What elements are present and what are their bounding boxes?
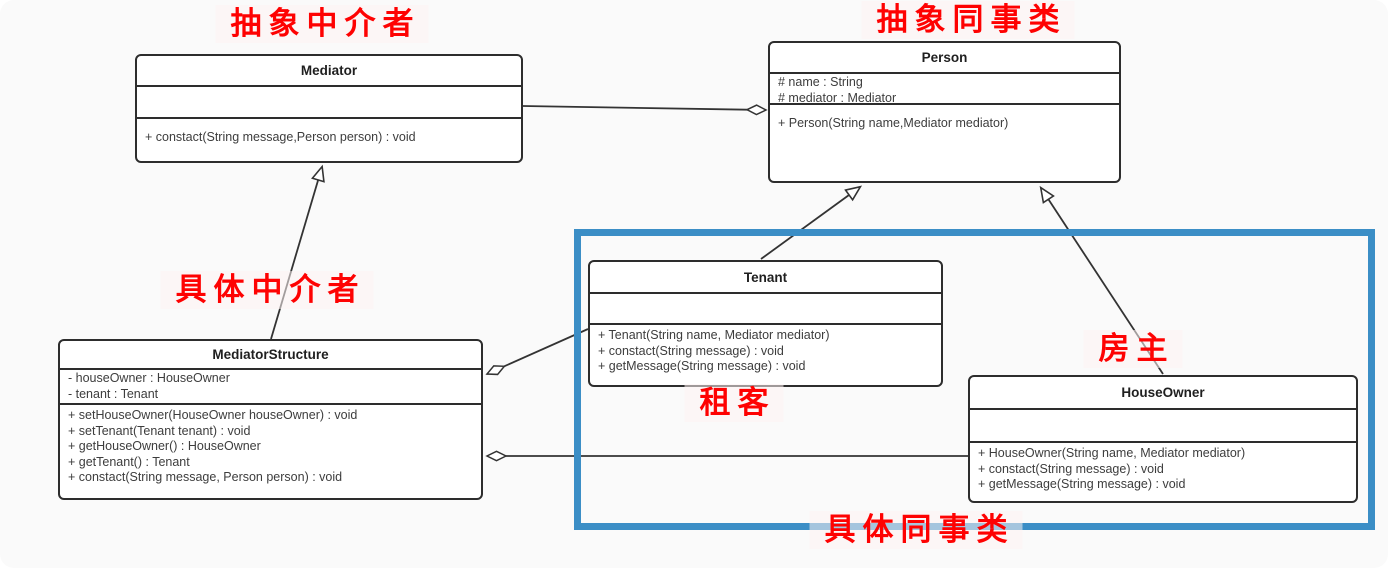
class-methods-tenant: + Tenant(String name, Mediator mediator)… [590,325,941,385]
aggregation-mediatorstructure-to-tenant [485,328,589,376]
generalization-mediatorstructure-to-mediator [270,164,325,340]
class-box-mediator: Mediator + constact(String message,Perso… [135,54,523,163]
annotation-concrete-mediator: 具体中介者 [160,271,374,309]
uml-method: + constact(String message) : void [978,461,1164,476]
annotation-house-owner: 房主 [1083,330,1183,368]
class-methods-person: + Person(String name,Mediator mediator) [770,105,1119,181]
class-attributes-tenant [590,294,941,325]
uml-method: + getMessage(String message) : void [598,359,806,373]
class-attributes-mediatorstructure: - houseOwner : HouseOwner - tenant : Ten… [60,370,481,405]
uml-attribute: - tenant : Tenant [68,386,159,401]
uml-method: + getHouseOwner() : HouseOwner [68,439,261,453]
class-title-mediatorstructure: MediatorStructure [60,341,481,370]
class-title-mediator: Mediator [137,56,521,87]
class-attributes-houseowner [970,410,1356,443]
class-title-tenant: Tenant [590,262,941,294]
uml-method: + setHouseOwner(HouseOwner houseOwner) :… [68,408,358,422]
annotation-abstract-colleague: 抽象同事类 [861,1,1075,39]
uml-method: + Person(String name,Mediator mediator) [778,116,1009,130]
uml-method: + setTenant(Tenant tenant) : void [68,423,251,438]
class-attributes-mediator [137,87,521,119]
uml-method: + Tenant(String name, Mediator mediator) [598,328,830,342]
generalization-tenant-to-person [760,185,863,260]
uml-attribute: # name : String [778,75,863,89]
uml-method: + constact(String message,Person person)… [145,130,416,144]
class-title-houseowner: HouseOwner [970,377,1356,410]
uml-method: + getTenant() : Tenant [68,454,190,469]
uml-method: + constact(String message) : void [598,343,784,358]
concrete-colleague-highlight-box [574,229,1375,530]
class-title-person: Person [770,43,1119,74]
uml-attribute: # mediator : Mediator [778,90,897,105]
aggregation-person-to-mediator [522,104,768,116]
uml-method: + constact(String message, Person person… [68,470,343,484]
uml-method: + HouseOwner(String name, Mediator media… [978,446,1246,460]
class-methods-houseowner: + HouseOwner(String name, Mediator media… [970,443,1356,501]
class-methods-mediator: + constact(String message,Person person)… [137,119,521,161]
annotation-concrete-colleague: 具体同事类 [809,511,1023,549]
class-attributes-person: # name : String # mediator : Mediator [770,74,1119,105]
class-box-houseowner: HouseOwner + HouseOwner(String name, Med… [968,375,1358,503]
class-box-mediatorstructure: MediatorStructure - houseOwner : HouseOw… [58,339,483,500]
uml-attribute: - houseOwner : HouseOwner [68,371,230,385]
annotation-abstract-mediator: 抽象中介者 [215,5,429,43]
annotation-tenant: 租客 [684,384,784,422]
class-box-tenant: Tenant + Tenant(String name, Mediator me… [588,260,943,387]
class-box-person: Person # name : String # mediator : Medi… [768,41,1121,183]
class-methods-mediatorstructure: + setHouseOwner(HouseOwner houseOwner) :… [60,405,481,498]
uml-method: + getMessage(String message) : void [978,477,1186,491]
